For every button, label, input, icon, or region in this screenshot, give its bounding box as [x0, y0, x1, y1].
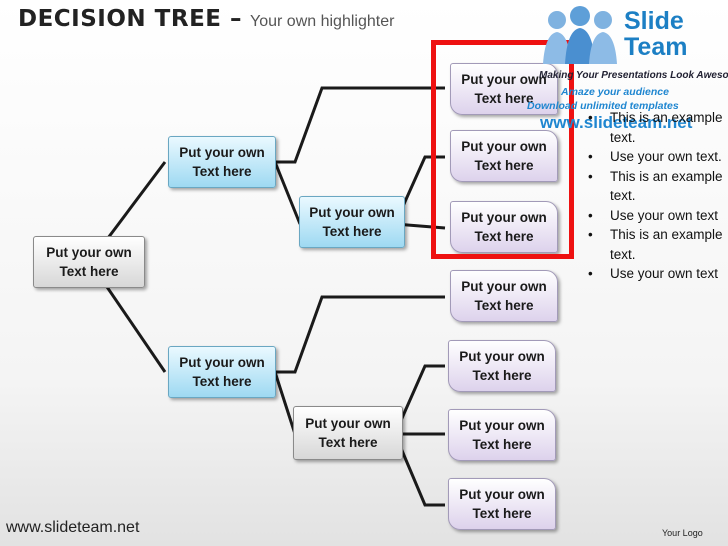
node-inner-top-label: Put your own Text here [309, 205, 395, 239]
node-leaf-7[interactable]: Put your own Text here [448, 478, 556, 530]
node-root-label: Put your own Text here [46, 245, 132, 279]
bullet-item: This is an example text. [583, 225, 723, 264]
node-leaf-3[interactable]: Put your own Text here [450, 201, 558, 253]
logo-brand: Slide Team [624, 8, 687, 60]
footer-url[interactable]: www.slideteam.net [6, 519, 140, 536]
bullet-item: This is an example text. [583, 167, 723, 206]
logo-tagline: Making Your Presentations Look Awesome [539, 70, 728, 81]
node-mid-bottom[interactable]: Put your own Text here [168, 346, 276, 398]
node-leaf-4-label: Put your own Text here [461, 279, 547, 313]
node-leaf-6-label: Put your own Text here [459, 418, 545, 452]
slide-title: DECISION TREE – Your own highlighter [18, 6, 394, 32]
node-leaf-7-label: Put your own Text here [459, 487, 545, 521]
node-leaf-4[interactable]: Put your own Text here [450, 270, 558, 322]
bullet-item: Use your own text. [583, 147, 723, 167]
node-inner-bottom[interactable]: Put your own Text here [293, 406, 403, 460]
node-leaf-2[interactable]: Put your own Text here [450, 130, 558, 182]
node-leaf-5-label: Put your own Text here [459, 349, 545, 383]
people-icon [543, 6, 617, 64]
bullet-item: Use your own text [583, 206, 723, 226]
connector-mid-bottom-to-inner-bottom [273, 371, 297, 435]
connector-inner-bottom-to-leaf-5 [393, 364, 445, 435]
logo-brand-line1: Slide [624, 7, 684, 35]
node-leaf-1-label: Put your own Text here [461, 72, 547, 106]
node-root[interactable]: Put your own Text here [33, 236, 145, 288]
bullet-item: Use your own text [583, 264, 723, 284]
node-leaf-5[interactable]: Put your own Text here [448, 340, 556, 392]
title-subtitle: Your own highlighter [250, 13, 395, 30]
connector-inner-top-to-leaf-2 [393, 155, 445, 225]
footer-logo-placeholder: Your Logo [662, 528, 703, 538]
node-leaf-2-label: Put your own Text here [461, 139, 547, 173]
connector-inner-bottom-to-leaf-7 [393, 433, 445, 507]
node-leaf-1[interactable]: Put your own Text here [450, 63, 558, 115]
node-leaf-3-label: Put your own Text here [461, 210, 547, 244]
highlighter-box [431, 40, 574, 259]
bullet-item: This is an example text. [583, 108, 723, 147]
node-mid-top[interactable]: Put your own Text here [168, 136, 276, 188]
node-mid-bottom-label: Put your own Text here [179, 355, 265, 389]
node-leaf-6[interactable]: Put your own Text here [448, 409, 556, 461]
node-inner-bottom-label: Put your own Text here [305, 416, 391, 450]
logo-brand-line2: Team [624, 33, 688, 61]
bullet-list: This is an example text. Use your own te… [583, 108, 723, 284]
title-main: DECISION TREE – [18, 6, 243, 32]
logo-promo-1: Amaze your audience [561, 86, 669, 98]
node-mid-top-label: Put your own Text here [179, 145, 265, 179]
node-inner-top[interactable]: Put your own Text here [299, 196, 405, 248]
connector-mid-top-to-inner-top [273, 161, 302, 225]
